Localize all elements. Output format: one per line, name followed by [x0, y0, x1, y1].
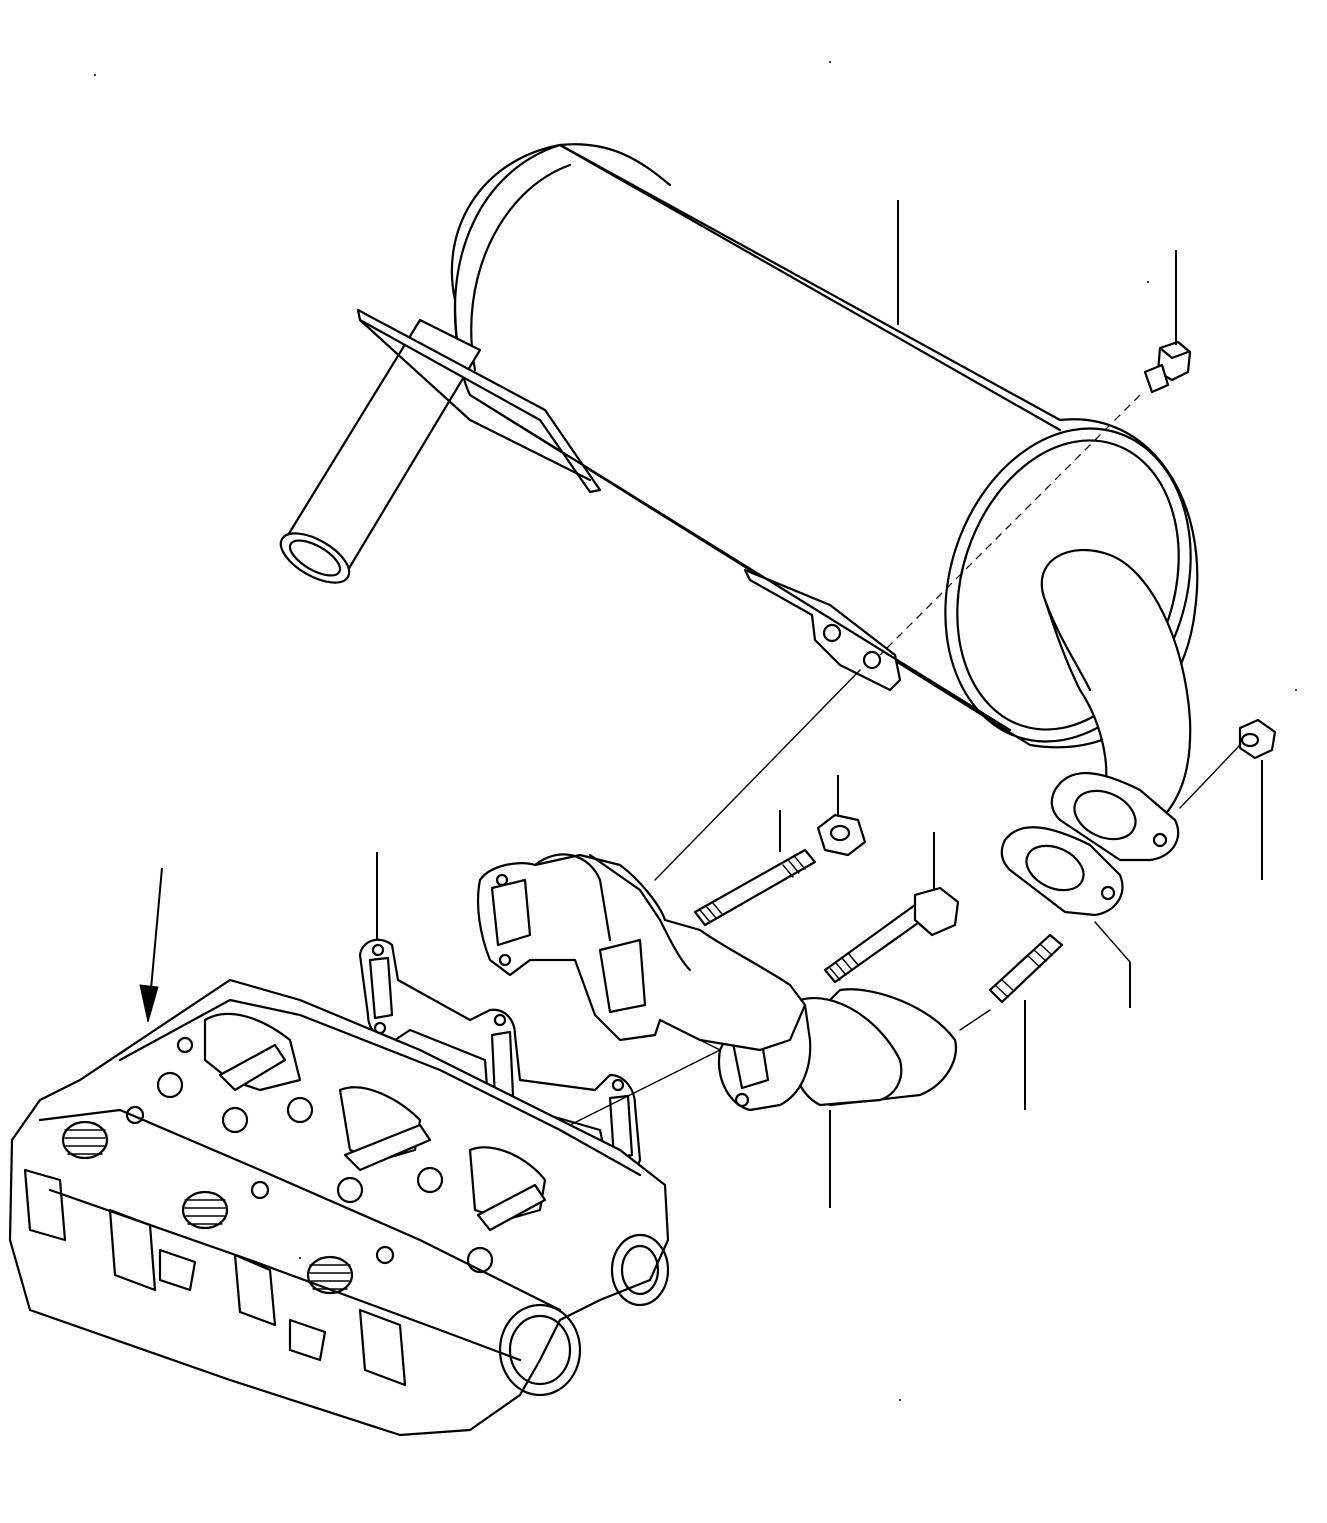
manifold-gasket	[358, 938, 642, 1175]
stud	[988, 933, 1064, 1004]
muffler	[279, 143, 1199, 822]
arrow-to-cylinder-head	[139, 867, 163, 1023]
valve-spring-2	[181, 1190, 229, 1230]
alignment-line-muffler	[879, 394, 1141, 656]
outlet-gasket	[1000, 771, 1180, 917]
valve-spring-1	[61, 1120, 109, 1160]
manifold-bolt	[823, 886, 960, 984]
cylinder-head	[8, 978, 670, 1437]
manifold-nut	[816, 813, 867, 857]
exhaust-flange-nut-right	[1238, 718, 1277, 760]
valve-spring-3	[306, 1255, 354, 1295]
muffler-mount-bolt	[1143, 340, 1192, 394]
manifold-stud	[693, 848, 817, 927]
exhaust-manifold	[476, 853, 807, 1052]
scan-noise	[94, 61, 1297, 1401]
